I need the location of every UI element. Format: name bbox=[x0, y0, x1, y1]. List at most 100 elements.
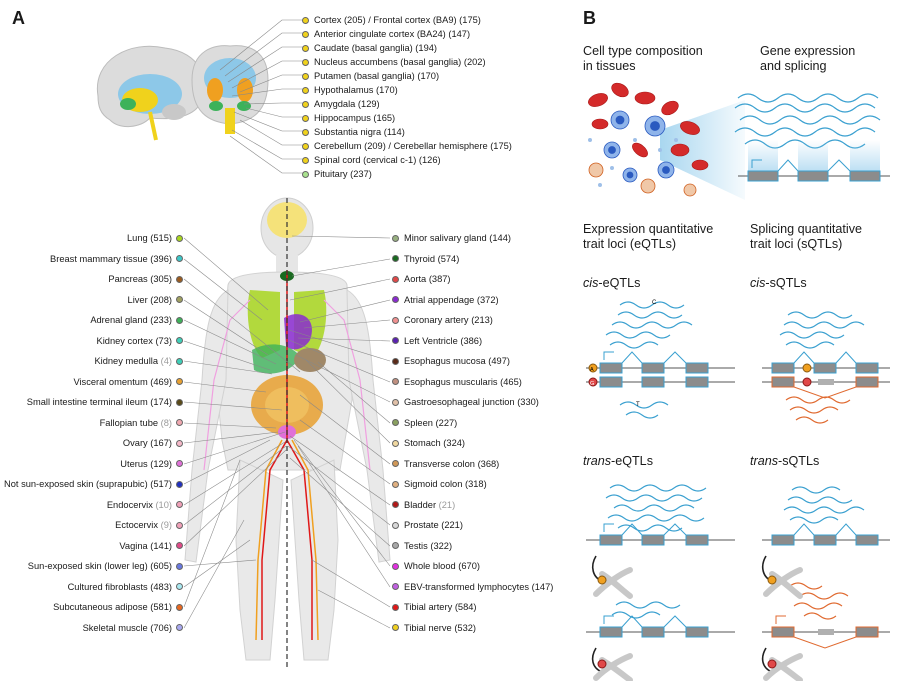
legend-dot bbox=[302, 170, 309, 178]
tissue-label: Bladder (21) bbox=[404, 499, 455, 511]
tissue-label: Subcutaneous adipose (581) bbox=[53, 601, 172, 613]
cis-sqtl-heading: cis-sQTLs bbox=[750, 276, 807, 290]
trans-eqtl-illustration bbox=[586, 484, 735, 681]
tissue-name: Esophagus mucosa bbox=[404, 356, 486, 366]
legend-dot bbox=[176, 337, 183, 344]
tissue-label: Testis (322) bbox=[404, 540, 452, 552]
tissue-name: Atrial appendage bbox=[404, 294, 475, 305]
tissue-label: Ectocervix (9) bbox=[115, 519, 172, 531]
tissue-label: Liver (208) bbox=[128, 294, 172, 306]
tissue-name: Prostate bbox=[404, 520, 439, 530]
tissue-name: Not sun-exposed skin (suprapubic) bbox=[4, 479, 148, 489]
sample-count: (386) bbox=[460, 335, 483, 346]
sample-count: (469) bbox=[150, 376, 172, 387]
tissue-name: Bladder bbox=[404, 499, 437, 510]
tissue-label: Aorta (387) bbox=[404, 273, 451, 285]
sample-count: (21) bbox=[438, 499, 456, 510]
legend-dot bbox=[392, 542, 399, 549]
tissue-label: Sun-exposed skin (lower leg) (605) bbox=[28, 560, 172, 572]
legend-dot bbox=[176, 480, 183, 488]
sample-count: (10) bbox=[155, 499, 172, 510]
legend-dot bbox=[302, 30, 309, 38]
panel-a-label: A bbox=[12, 8, 25, 28]
legend-dot bbox=[392, 521, 399, 529]
tissue-name: Endocervix bbox=[106, 499, 153, 510]
tissue-label: Skeletal muscle (706) bbox=[83, 622, 172, 634]
legend-dot bbox=[302, 72, 309, 80]
brain-tissue-label: Cortex (205) / Frontal cortex (BA9) (175… bbox=[314, 15, 481, 25]
tissue-name: EBV-transformed lymphocytes bbox=[404, 581, 530, 592]
legend-dot bbox=[176, 275, 183, 283]
tissue-label: Atrial appendage (372) bbox=[404, 294, 499, 306]
brain-tissue-label: Hypothalamus (170) bbox=[314, 85, 398, 95]
sample-count: (532) bbox=[454, 622, 477, 633]
legend-dot bbox=[176, 562, 183, 570]
tissue-label: Coronary artery (213) bbox=[404, 314, 493, 326]
tissue-name: Stomach bbox=[404, 438, 441, 448]
tissue-name: Left Ventricle bbox=[404, 335, 458, 346]
sample-count: (324) bbox=[443, 438, 466, 448]
brain-tissue-label: Nucleus accumbens (basal ganglia) (202) bbox=[314, 57, 486, 67]
tissue-label: Vagina (141) bbox=[119, 540, 172, 552]
tissue-name: Kidney medulla bbox=[94, 356, 159, 366]
legend-dot bbox=[392, 603, 399, 611]
sample-count: (227) bbox=[435, 417, 458, 428]
tissue-name: Aorta bbox=[404, 274, 427, 284]
sample-count: (144) bbox=[489, 233, 511, 243]
sample-count: (318) bbox=[465, 479, 487, 489]
sample-count: (305) bbox=[150, 274, 172, 284]
base-t-label: T bbox=[636, 402, 640, 408]
sample-count: (208) bbox=[150, 294, 172, 305]
tissue-label: Kidney medulla (4) bbox=[94, 355, 172, 367]
sample-count: (465) bbox=[500, 376, 522, 387]
legend-dot bbox=[302, 142, 309, 150]
brain-tissue-label: Substantia nigra (114) bbox=[314, 127, 405, 137]
legend-dot bbox=[392, 378, 399, 385]
tissue-label: Whole blood (670) bbox=[404, 560, 480, 572]
legend-dot bbox=[302, 100, 309, 108]
tissue-label: Tibial artery (584) bbox=[404, 601, 477, 613]
allele-a-label: A bbox=[590, 367, 594, 373]
tissue-name: Coronary artery bbox=[404, 315, 469, 325]
legend-dot bbox=[392, 460, 399, 467]
body-silhouette bbox=[184, 197, 391, 668]
tissue-name: Breast mammary tissue bbox=[50, 253, 148, 264]
legend-dot bbox=[176, 439, 183, 447]
allele-g-label: G bbox=[590, 381, 594, 387]
tissue-name: Thyroid bbox=[404, 253, 436, 264]
tissue-label: Esophagus mucosa (497) bbox=[404, 355, 510, 367]
legend-dot bbox=[176, 419, 183, 426]
tissue-name: Adrenal gland bbox=[90, 315, 148, 325]
brain-tissue-label: Caudate (basal ganglia) (194) bbox=[314, 43, 438, 53]
sample-count: (497) bbox=[488, 356, 510, 366]
tissue-label: Gastroesophageal junction (330) bbox=[404, 396, 539, 408]
legend-dot bbox=[392, 583, 399, 590]
tissue-name: Tibial nerve bbox=[404, 622, 452, 633]
legend-dot bbox=[392, 357, 399, 365]
tissue-label: Breast mammary tissue (396) bbox=[50, 253, 172, 265]
tissue-label: Minor salivary gland (144) bbox=[404, 232, 511, 244]
tissue-name: Spleen bbox=[404, 417, 433, 428]
legend-dot bbox=[176, 624, 183, 631]
legend-dot bbox=[176, 603, 183, 611]
legend-dot bbox=[302, 86, 309, 94]
sample-count: (670) bbox=[458, 561, 480, 571]
sample-count: (584) bbox=[454, 602, 477, 612]
legend-dot bbox=[176, 357, 183, 365]
legend-dot bbox=[302, 44, 309, 52]
tissue-name: Testis bbox=[404, 540, 428, 551]
legend-dot bbox=[302, 114, 309, 122]
tissue-name: Pancreas bbox=[108, 274, 148, 284]
gene-structure-top bbox=[738, 140, 890, 182]
sample-count: (372) bbox=[476, 294, 499, 305]
legend-dot bbox=[176, 583, 183, 590]
sample-count: (517) bbox=[150, 479, 172, 489]
tissue-name: Liver bbox=[127, 294, 148, 305]
sample-count: (8) bbox=[160, 417, 172, 428]
tissue-name: Subcutaneous adipose bbox=[53, 602, 148, 612]
tissue-label: Stomach (324) bbox=[404, 437, 465, 449]
